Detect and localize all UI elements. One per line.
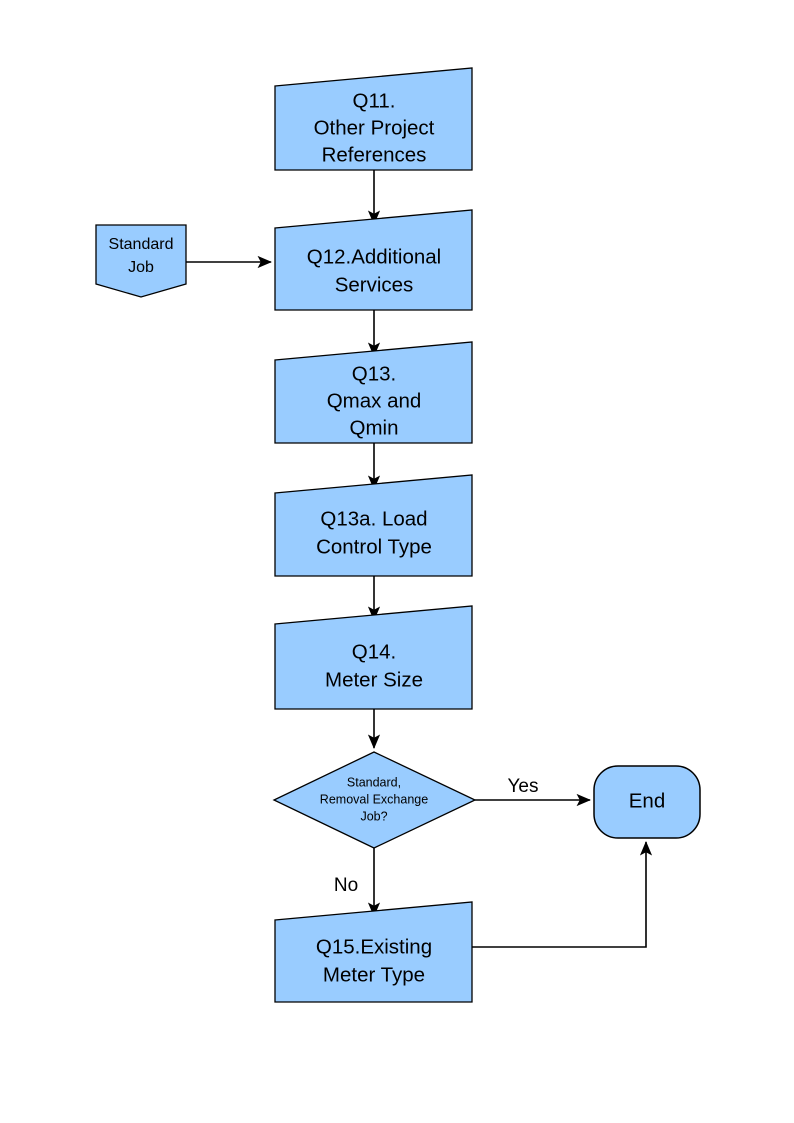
q13a-label-line-2: Control Type [316, 535, 432, 558]
node-q15[interactable]: Q15.Existing Meter Type [274, 901, 473, 1003]
q12-label-line-1: Q12.Additional [307, 245, 441, 268]
edge-label-layer: Yes No [334, 776, 539, 896]
end-shape[interactable] [593, 765, 701, 839]
q11-shape[interactable] [274, 67, 473, 171]
q11-label-line-1: Q11. [353, 89, 396, 112]
decision-label-line-1: Standard, [347, 775, 401, 789]
q13-label-line-1: Q13. [352, 362, 396, 385]
q11-label-line-3: References [322, 143, 427, 166]
node-end[interactable]: End [593, 765, 701, 839]
standard-job-shape[interactable] [95, 224, 187, 298]
standard-job-label-line-2: Job [128, 259, 154, 276]
node-q14[interactable]: Q14. Meter Size [274, 605, 473, 710]
node-q11[interactable]: Q11. Other Project References [274, 67, 473, 171]
q12-label-line-2: Services [335, 273, 414, 296]
connector-layer [186, 170, 653, 948]
q15-label-line-1: Q15.Existing [316, 935, 432, 958]
q15-label-line-2: Meter Type [323, 963, 425, 986]
decision-label-line-2: Removal Exchange [320, 792, 428, 806]
edge-label-yes: Yes [508, 776, 539, 797]
decision-shape[interactable] [272, 751, 477, 849]
q14-label-line-1: Q14. [352, 640, 396, 663]
q12-shape[interactable] [274, 209, 473, 311]
end-label: End [629, 789, 665, 812]
q13-label-line-2: Qmax and [327, 389, 422, 412]
node-decision-standard-removal-exchange-job[interactable]: Standard, Removal Exchange Job? [272, 751, 477, 849]
q13-label-line-3: Qmin [350, 416, 399, 439]
node-standard-job[interactable]: Standard Job [95, 224, 187, 298]
q15-shape[interactable] [274, 901, 473, 1003]
edge-label-no: No [334, 875, 358, 896]
q11-label-line-2: Other Project [314, 116, 435, 139]
q13-shape[interactable] [274, 341, 473, 444]
edge-q15-to-end [472, 841, 653, 948]
node-q12[interactable]: Q12.Additional Services [274, 209, 473, 311]
q14-shape[interactable] [274, 605, 473, 710]
q13a-label-line-1: Q13a. Load [320, 507, 427, 530]
q14-label-line-2: Meter Size [325, 668, 423, 691]
node-q13a[interactable]: Q13a. Load Control Type [274, 474, 473, 577]
q13a-shape[interactable] [274, 474, 473, 577]
standard-job-label-line-1: Standard [109, 236, 174, 253]
decision-label-line-3: Job? [360, 809, 387, 823]
node-q13[interactable]: Q13. Qmax and Qmin [274, 341, 473, 444]
